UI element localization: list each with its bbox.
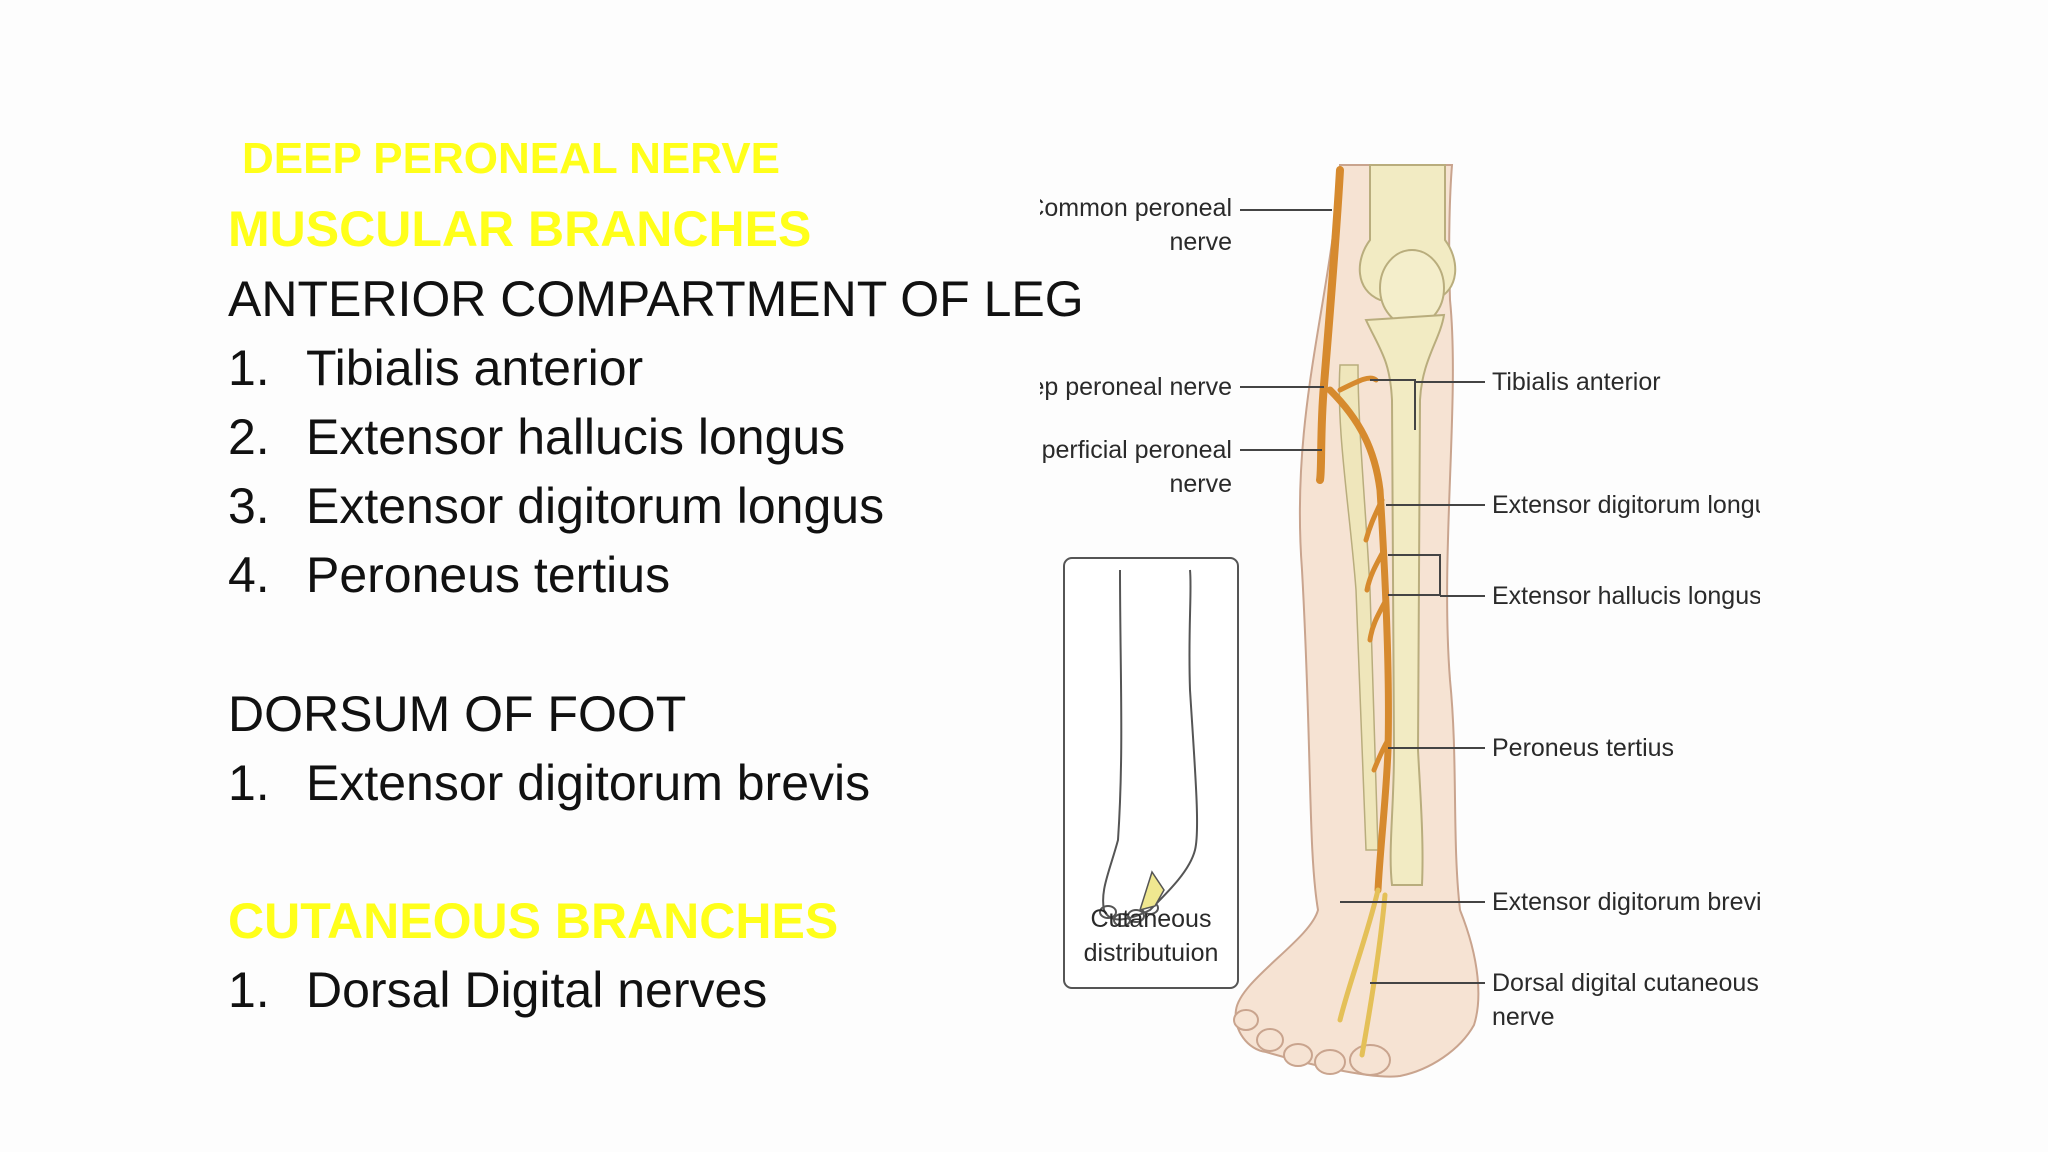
label-extensor-digitorum-longus: Extensor digitorum longus (1492, 491, 1760, 519)
label-dorsal-digital: Dorsal digital cutaneous (1492, 969, 1759, 997)
tibia-bone (1364, 313, 1446, 886)
label-superficial-peroneal-line2: nerve (1169, 470, 1232, 498)
list-text: Extensor hallucis longus (306, 409, 846, 465)
list-number: 2. (228, 409, 270, 465)
list-text: Extensor digitorum longus (306, 478, 885, 534)
list-item: 1. Tibialis anterior (228, 339, 643, 397)
label-peroneus-tertius: Peroneus tertius (1492, 734, 1674, 762)
label-tibialis-anterior: Tibialis anterior (1492, 368, 1661, 396)
list-number: 1. (228, 340, 270, 396)
list-number: 1. (228, 755, 270, 811)
list-text: Tibialis anterior (306, 340, 644, 396)
list-text: Peroneus tertius (306, 547, 671, 603)
slide-title: DEEP PERONEAL NERVE (242, 134, 780, 183)
list-item: 3. Extensor digitorum longus (228, 477, 884, 535)
inset-foot-outline (1102, 569, 1199, 921)
label-deep-peroneal: Deep peroneal nerve (1040, 373, 1232, 401)
leg-nerve-diagram: Common peroneal nerve Deep peroneal nerv… (1040, 164, 1760, 1078)
label-common-peroneal: Common peroneal (1040, 194, 1232, 222)
label-extensor-hallucis-longus: Extensor hallucis longus (1492, 582, 1760, 610)
anterior-heading: ANTERIOR COMPARTMENT OF LEG (228, 271, 1084, 327)
cutaneous-inset: Cutaneous distributuion (1063, 557, 1239, 989)
list-text: Dorsal Digital nerves (306, 962, 768, 1018)
leader-lines (1240, 209, 1485, 984)
list-item: 4. Peroneus tertius (228, 546, 670, 604)
dorsum-heading: DORSUM OF FOOT (228, 686, 687, 742)
label-superficial-peroneal: Superficial peroneal (1040, 436, 1232, 464)
toes (1233, 1009, 1391, 1076)
label-common-peroneal-line2: nerve (1169, 228, 1232, 256)
label-dorsal-digital-line2: nerve (1492, 1003, 1555, 1031)
list-item: 2. Extensor hallucis longus (228, 408, 845, 466)
patella-bone (1379, 249, 1445, 327)
inset-cutaneous-area (1138, 870, 1165, 912)
list-item: 1. Extensor digitorum brevis (228, 754, 870, 812)
list-number: 3. (228, 478, 270, 534)
muscular-heading: MUSCULAR BRANCHES (228, 201, 812, 257)
list-text: Extensor digitorum brevis (306, 755, 871, 811)
nerve-paths (1316, 166, 1392, 1058)
cutaneous-heading: CUTANEOUS BRANCHES (228, 893, 839, 949)
list-item: 1. Dorsal Digital nerves (228, 961, 767, 1019)
label-extensor-digitorum-brevis: Extensor digitorum brevis (1492, 888, 1760, 916)
inset-label-line1: Cutaneous (1091, 905, 1212, 933)
list-number: 1. (228, 962, 270, 1018)
inset-label-line2: distributuion (1084, 939, 1219, 967)
inset-toes (1099, 901, 1159, 927)
list-number: 4. (228, 547, 270, 603)
